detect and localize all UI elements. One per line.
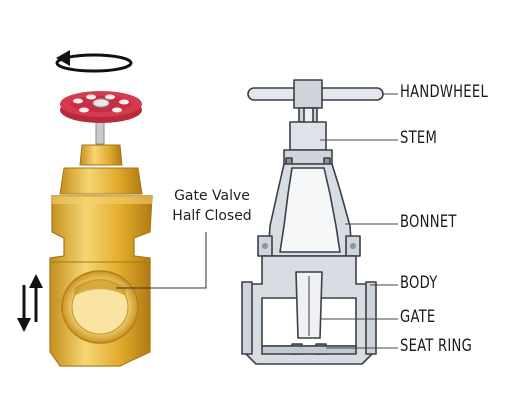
label-gate: GATE — [400, 307, 436, 327]
up-down-arrows-icon — [17, 274, 43, 332]
rotate-arrow-icon — [55, 50, 133, 73]
label-body: BODY — [400, 273, 438, 293]
caption-line-1: Gate Valve — [174, 188, 250, 204]
brass-valve-photo — [17, 50, 207, 367]
label-handwheel: HANDWHEEL — [400, 82, 489, 102]
label-seat-ring: SEAT RING — [400, 336, 473, 356]
red-handwheel — [60, 91, 142, 123]
label-bonnet: BONNET — [400, 212, 457, 232]
caption-line-2: Half Closed — [172, 208, 252, 224]
label-stem: STEM — [400, 128, 438, 148]
packing-nut — [79, 144, 123, 166]
cross-section-drawing — [241, 79, 384, 365]
valve-caption: Gate Valve Half Closed — [158, 186, 266, 226]
label-leader-lines — [320, 93, 398, 349]
caption-leader-line — [116, 232, 207, 289]
bonnet-hex — [59, 167, 143, 195]
